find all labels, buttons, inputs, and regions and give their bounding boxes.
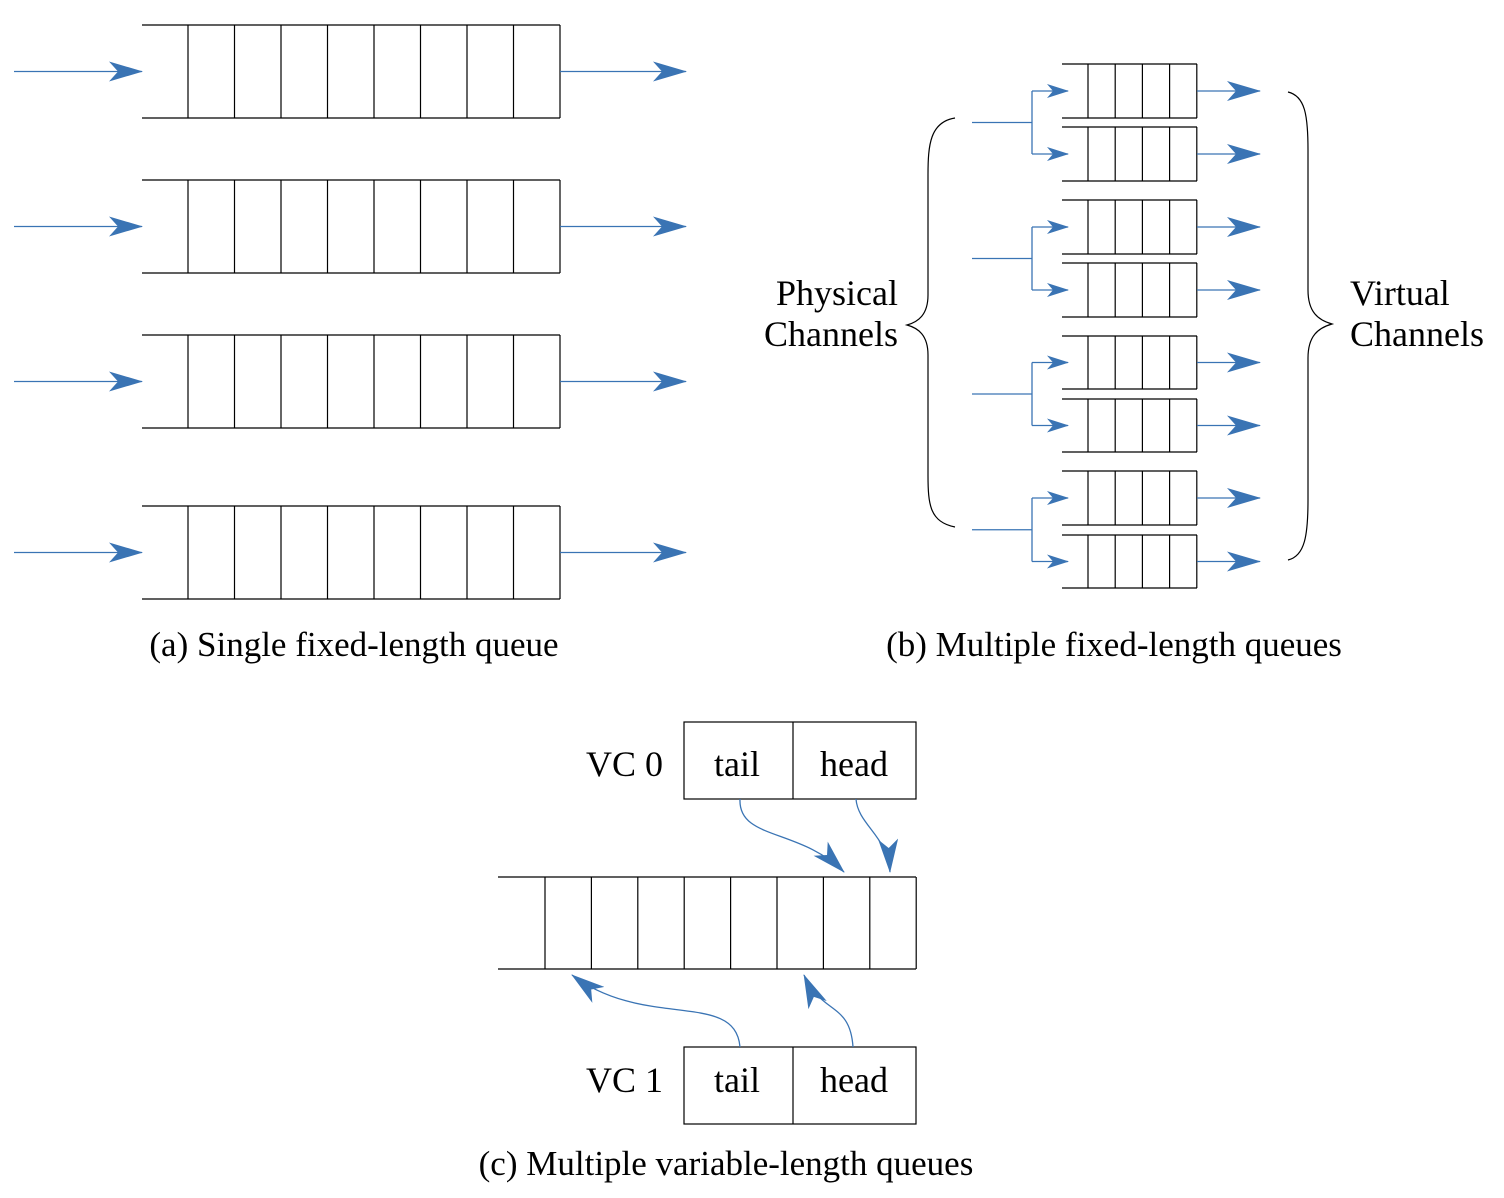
virtual-label-line1: Virtual xyxy=(1350,273,1450,313)
virtual-label-line2: Channels xyxy=(1350,314,1484,354)
physical-channels-brace xyxy=(904,117,956,528)
shared-buffer xyxy=(498,876,917,970)
vc1-tail-pointer-arrow xyxy=(571,974,741,1048)
queue-4 xyxy=(14,505,687,600)
vc1-head-label: head xyxy=(820,1060,888,1100)
queue-2 xyxy=(14,179,687,274)
virtual-channel-queue xyxy=(1062,262,1198,318)
vc1-tail-label: tail xyxy=(714,1060,760,1100)
vc0-tail-label: tail xyxy=(714,744,760,784)
panel-a-caption: (a) Single fixed-length queue xyxy=(149,625,558,664)
physical-label-line1: Physical xyxy=(776,273,898,313)
vc0-head-label: head xyxy=(820,744,888,784)
shared-buffer-queue xyxy=(498,876,917,970)
panel-b-multiple-fixed-length-queues xyxy=(972,63,1261,589)
vc0-head-pointer-arrow xyxy=(855,798,899,873)
vc0-box xyxy=(683,721,917,800)
virtual-channels-brace xyxy=(1287,91,1335,561)
panel-a-single-fixed-length-queue xyxy=(14,24,687,600)
vc0-register: VC 0 tail head xyxy=(586,721,917,800)
vc0-tail-pointer-arrow xyxy=(739,798,845,873)
virtual-channel-queue xyxy=(1062,126,1198,182)
queue-1 xyxy=(14,24,687,119)
virtual-channel-queue xyxy=(1062,335,1198,390)
virtual-channel-queue xyxy=(1062,199,1198,255)
virtual-channel-queue xyxy=(1062,470,1198,526)
vc1-head-pointer-arrow xyxy=(803,974,854,1048)
virtual-channel-queue xyxy=(1062,534,1198,589)
physical-channel-1 xyxy=(972,63,1261,182)
vc1-box xyxy=(683,1046,917,1125)
queue-3 xyxy=(14,334,687,429)
vc0-label: VC 0 xyxy=(586,744,663,784)
physical-label-line2: Channels xyxy=(764,314,898,354)
vc1-register: VC 1 tail head xyxy=(586,1046,917,1125)
panel-c-multiple-variable-length-queues: VC 0 tail head VC 1 tail head xyxy=(498,721,917,1125)
virtual-channel-queue xyxy=(1062,398,1198,453)
panel-b-caption: (b) Multiple fixed-length queues xyxy=(886,625,1342,664)
panel-c-caption: (c) Multiple variable-length queues xyxy=(479,1144,974,1183)
physical-channel-2 xyxy=(972,199,1261,318)
physical-channel-3 xyxy=(972,335,1261,453)
vc1-label: VC 1 xyxy=(586,1060,663,1100)
physical-channel-4 xyxy=(972,470,1261,589)
virtual-channel-queue xyxy=(1062,63,1198,119)
